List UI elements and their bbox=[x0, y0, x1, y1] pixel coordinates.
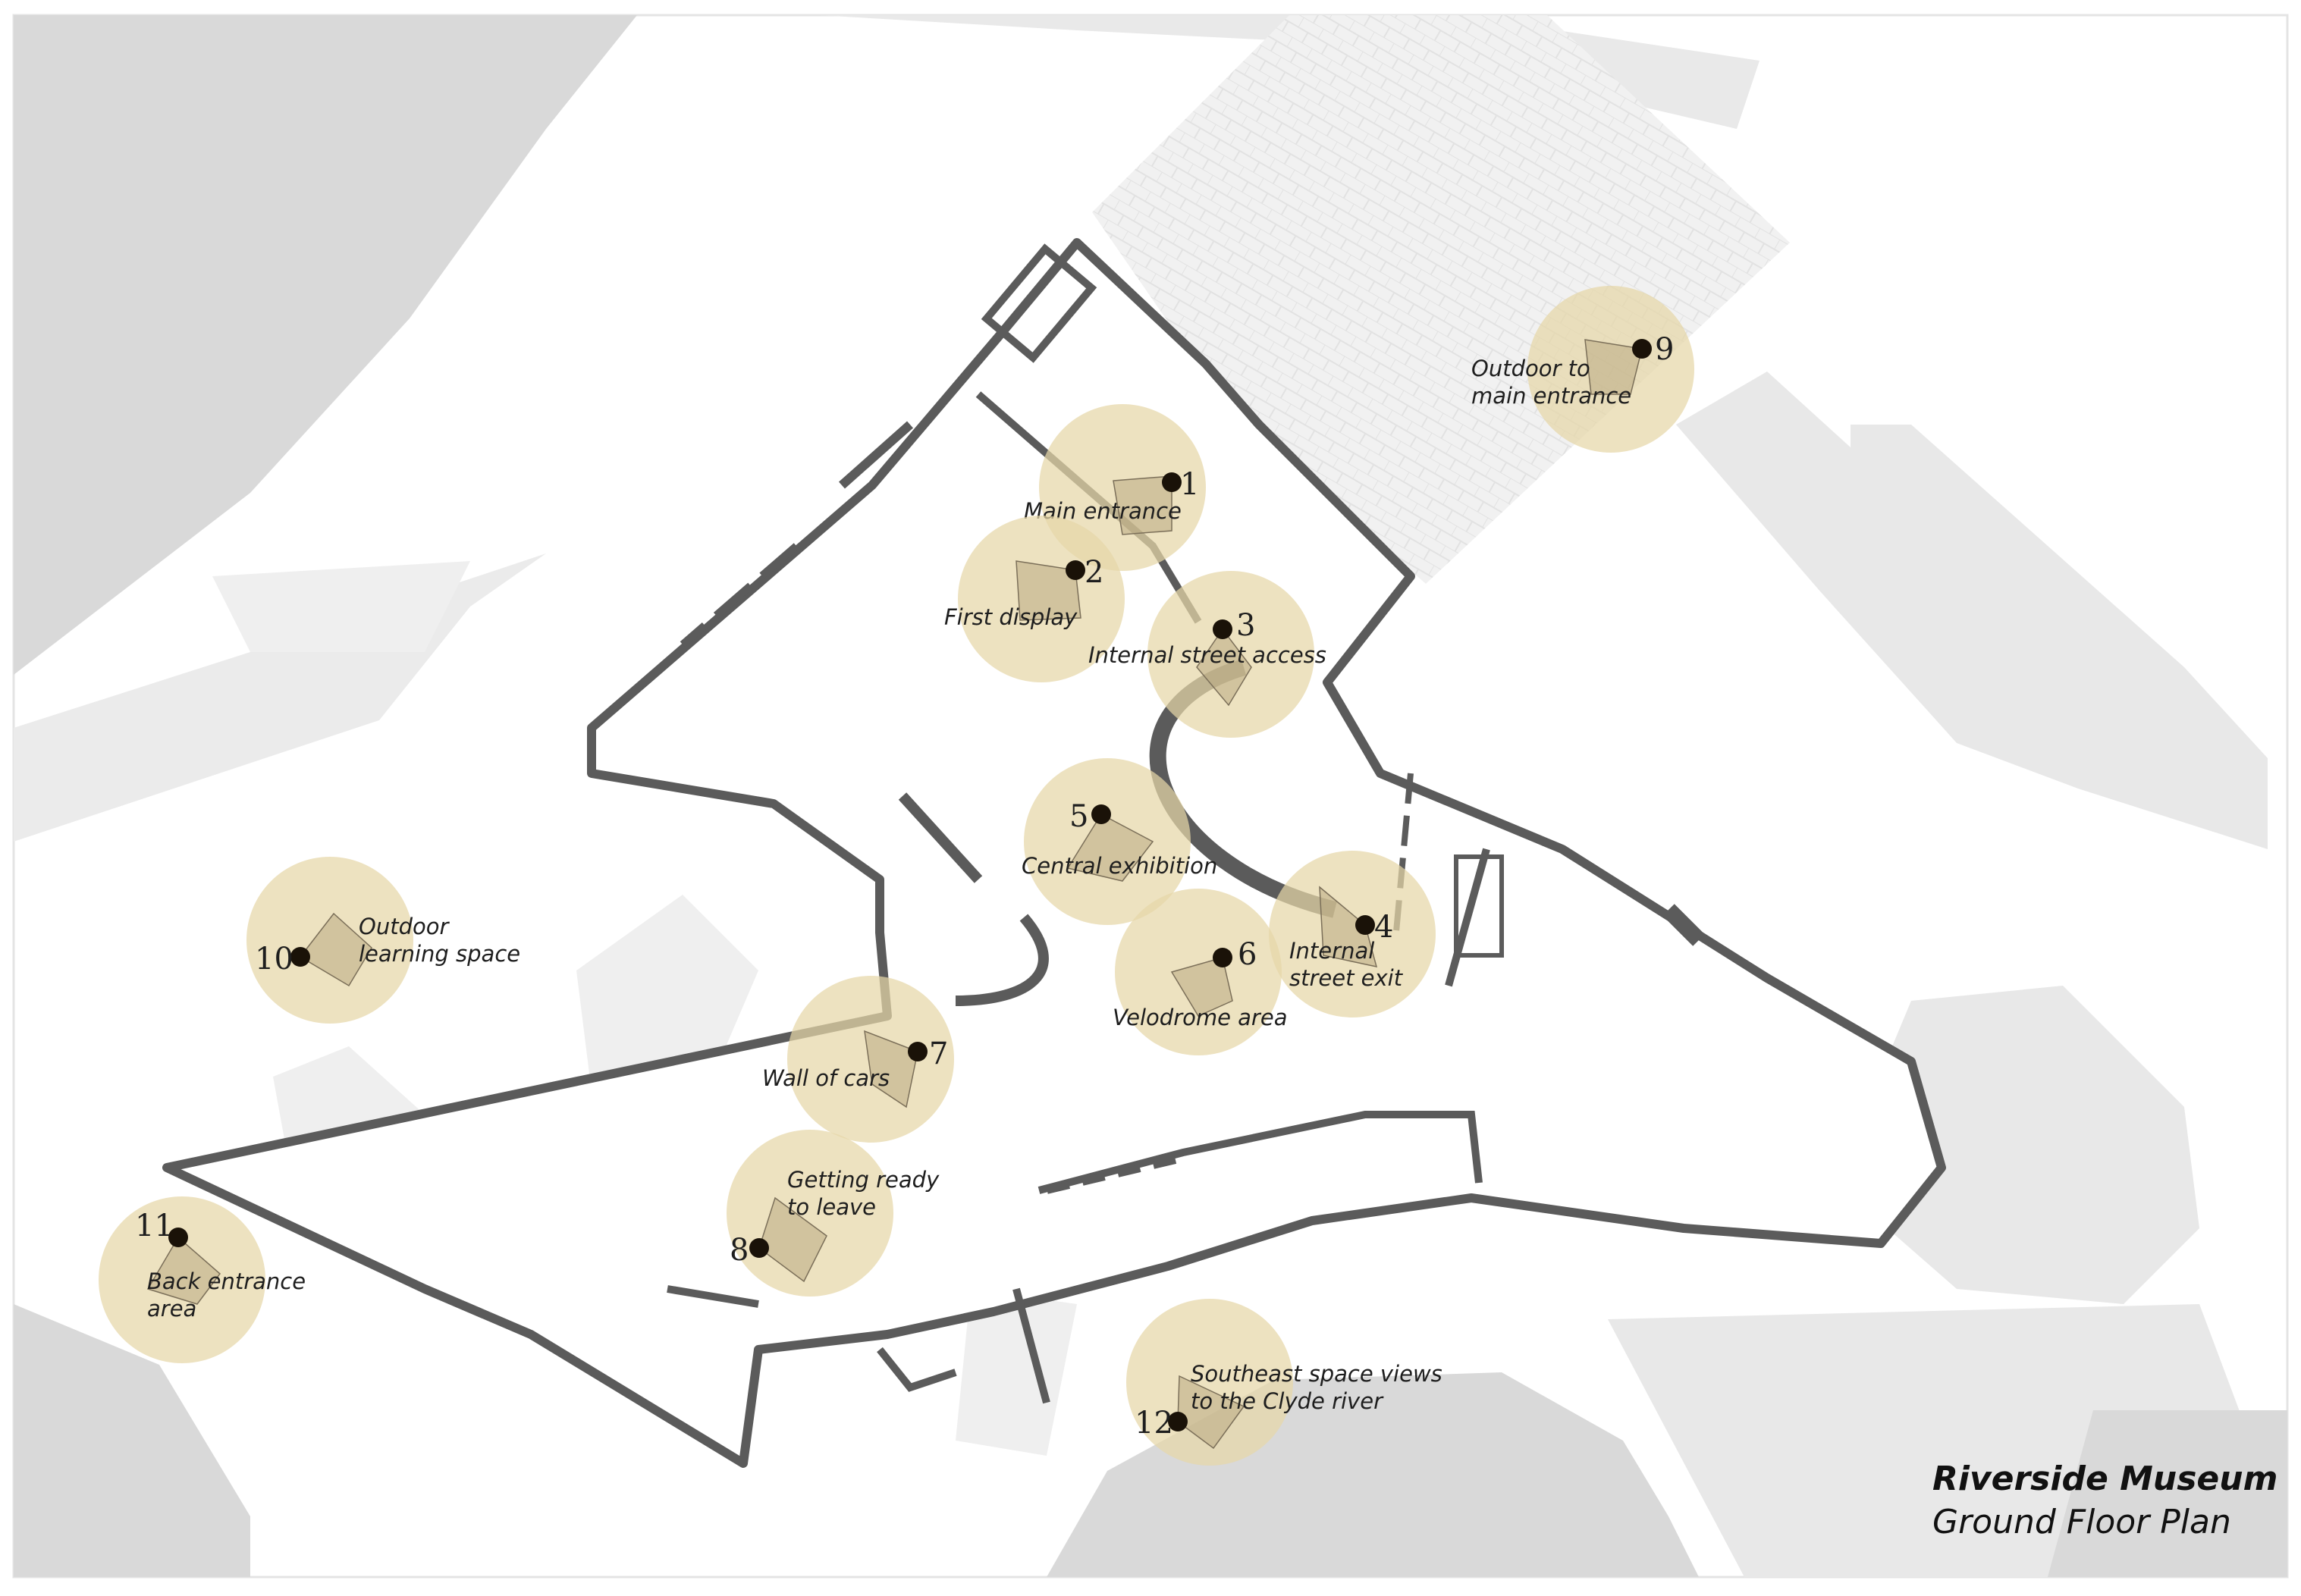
interior-wall bbox=[1037, 1111, 1483, 1194]
viewpoint-dot bbox=[749, 1238, 769, 1258]
viewpoint-view-cone bbox=[1177, 1375, 1245, 1450]
viewpoint-view-cone bbox=[1016, 560, 1081, 621]
site-block bbox=[14, 1304, 250, 1577]
interior-wall bbox=[1012, 1287, 1050, 1404]
viewpoint-number: 4 bbox=[1374, 910, 1393, 945]
map-subtitle: Ground Floor Plan bbox=[1932, 1503, 2231, 1541]
viewpoint-number: 6 bbox=[1238, 937, 1257, 972]
viewpoint-view-cone bbox=[146, 1236, 221, 1305]
viewpoint-dot bbox=[1355, 915, 1375, 935]
interior-room bbox=[981, 243, 1097, 363]
viewpoint-number: 7 bbox=[929, 1036, 948, 1071]
site-block bbox=[1835, 986, 2199, 1304]
viewpoint-view-cone bbox=[1113, 475, 1172, 535]
viewpoint-dot bbox=[1213, 619, 1232, 639]
viewpoint-dot bbox=[1091, 804, 1111, 824]
title-block: Riverside Museum Ground Floor Plan bbox=[1932, 1460, 2277, 1541]
viewpoint-dot bbox=[1632, 339, 1652, 359]
viewpoint-dot bbox=[1168, 1412, 1188, 1431]
interior-wall bbox=[680, 543, 799, 647]
viewpoint-layer: 1 Main entrance 2 First display 3 Intern… bbox=[99, 286, 1694, 1466]
viewpoint-marker[interactable]: 2 First display bbox=[944, 516, 1125, 682]
viewpoint-dot bbox=[908, 1042, 928, 1061]
viewpoint-marker[interactable]: 7 Wall of cars bbox=[762, 976, 954, 1143]
viewpoint-label: Central exhibition bbox=[1022, 853, 1217, 879]
viewpoint-dot bbox=[168, 1228, 188, 1247]
viewpoint-view-cone bbox=[1196, 628, 1252, 707]
interior-wall bbox=[877, 1347, 957, 1392]
viewpoint-view-cone bbox=[299, 912, 372, 987]
interior-wall bbox=[898, 792, 983, 883]
site-block bbox=[576, 895, 758, 1092]
viewpoint-marker[interactable]: 6 Velodrome area bbox=[1113, 889, 1287, 1055]
viewpoint-number: 5 bbox=[1069, 799, 1088, 834]
interior-room bbox=[1454, 854, 1504, 958]
viewpoint-number: 11 bbox=[135, 1209, 174, 1243]
viewpoint-view-cone bbox=[1584, 339, 1643, 395]
viewpoint-view-cone bbox=[1170, 957, 1233, 1017]
interior-wall bbox=[1045, 1156, 1177, 1194]
viewpoint-number: 8 bbox=[730, 1233, 749, 1268]
viewpoint-number: 10 bbox=[255, 942, 294, 977]
viewpoint-halo bbox=[1126, 1299, 1293, 1466]
interior-wall bbox=[1662, 904, 1705, 946]
viewpoint-dot bbox=[290, 947, 310, 967]
viewpoint-label: First display bbox=[944, 604, 1078, 630]
viewpoint-marker[interactable]: 3 Internal street access bbox=[1088, 571, 1326, 738]
viewpoint-number: 9 bbox=[1655, 332, 1674, 367]
viewpoint-number: 3 bbox=[1236, 608, 1255, 643]
interior-wall bbox=[667, 1285, 759, 1308]
site-block bbox=[2048, 1410, 2287, 1577]
interior-wall bbox=[1445, 848, 1490, 987]
interior-wall bbox=[955, 914, 1049, 1006]
viewpoint-label: Velodrome area bbox=[1113, 1005, 1287, 1030]
viewpoint-dot bbox=[1066, 560, 1085, 580]
viewpoint-number: 12 bbox=[1135, 1406, 1173, 1441]
river-area bbox=[14, 15, 637, 675]
map-title: Riverside Museum bbox=[1932, 1460, 2277, 1498]
site-block bbox=[956, 1289, 1077, 1456]
site-block bbox=[212, 561, 470, 652]
viewpoint-label: Internal street access bbox=[1088, 642, 1326, 668]
viewpoint-marker[interactable]: 5 Central exhibition bbox=[1022, 758, 1217, 925]
viewpoint-view-cone bbox=[1319, 886, 1378, 967]
viewpoint-view-cone bbox=[758, 1196, 827, 1283]
site-block bbox=[1676, 372, 2268, 849]
viewpoint-view-cone bbox=[864, 1030, 918, 1108]
viewpoint-number: 2 bbox=[1085, 555, 1103, 590]
viewpoint-view-cone bbox=[1066, 814, 1154, 882]
site-context bbox=[14, 15, 2287, 1577]
viewpoint-label: Wall of cars bbox=[762, 1065, 890, 1091]
viewpoint-number: 1 bbox=[1180, 467, 1199, 502]
viewpoint-dot bbox=[1162, 472, 1182, 492]
interior-wall bbox=[839, 421, 913, 489]
viewpoint-dot bbox=[1213, 948, 1232, 967]
